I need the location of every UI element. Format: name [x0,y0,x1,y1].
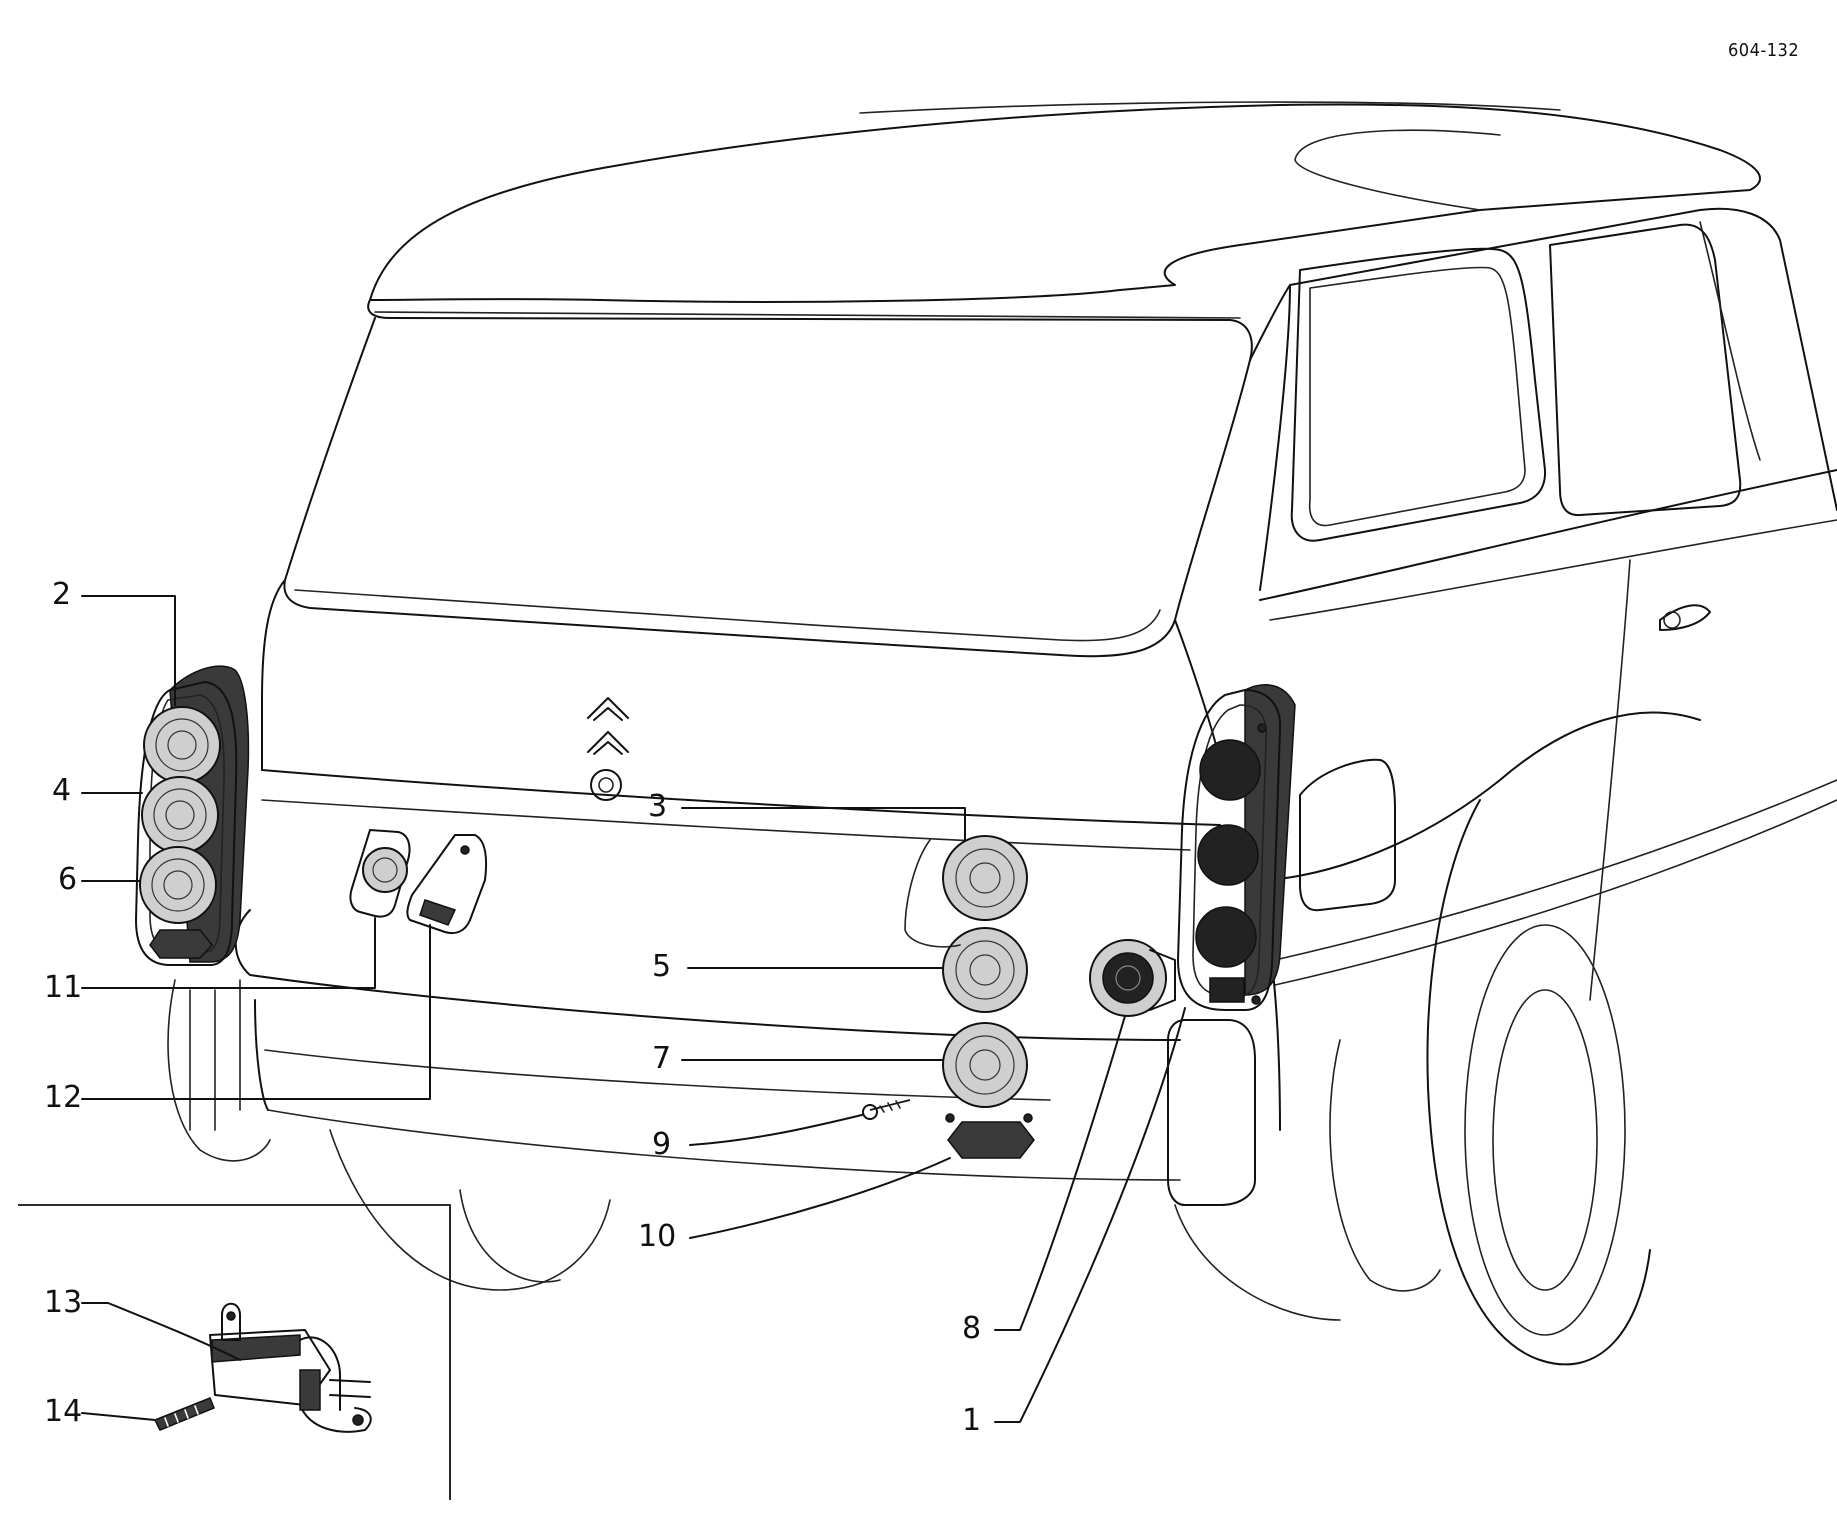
callout-3: 3 [648,789,668,824]
inset-detail [18,1204,451,1500]
callout-6: 6 [58,862,78,897]
car-body-outline [167,101,1837,1366]
drawing-code: 604-132 [1728,40,1800,61]
callout-4: 4 [52,773,72,808]
right-tail-lamp-housing [1177,684,1296,1011]
left-tail-lamp-assembly [135,665,250,966]
callout-14: 14 [44,1394,83,1429]
callout-12: 12 [44,1080,83,1115]
callout-9: 9 [652,1127,672,1162]
callout-13: 13 [44,1285,83,1320]
callout-5: 5 [652,949,672,984]
leader-lines [81,595,1186,1423]
callout-10: 10 [638,1219,677,1254]
callout-11: 11 [44,970,83,1005]
callout-1: 1 [962,1403,982,1438]
callout-8: 8 [962,1311,982,1346]
exploded-lamps [349,829,1176,1159]
callout-7: 7 [652,1041,672,1076]
callout-2: 2 [52,577,72,612]
